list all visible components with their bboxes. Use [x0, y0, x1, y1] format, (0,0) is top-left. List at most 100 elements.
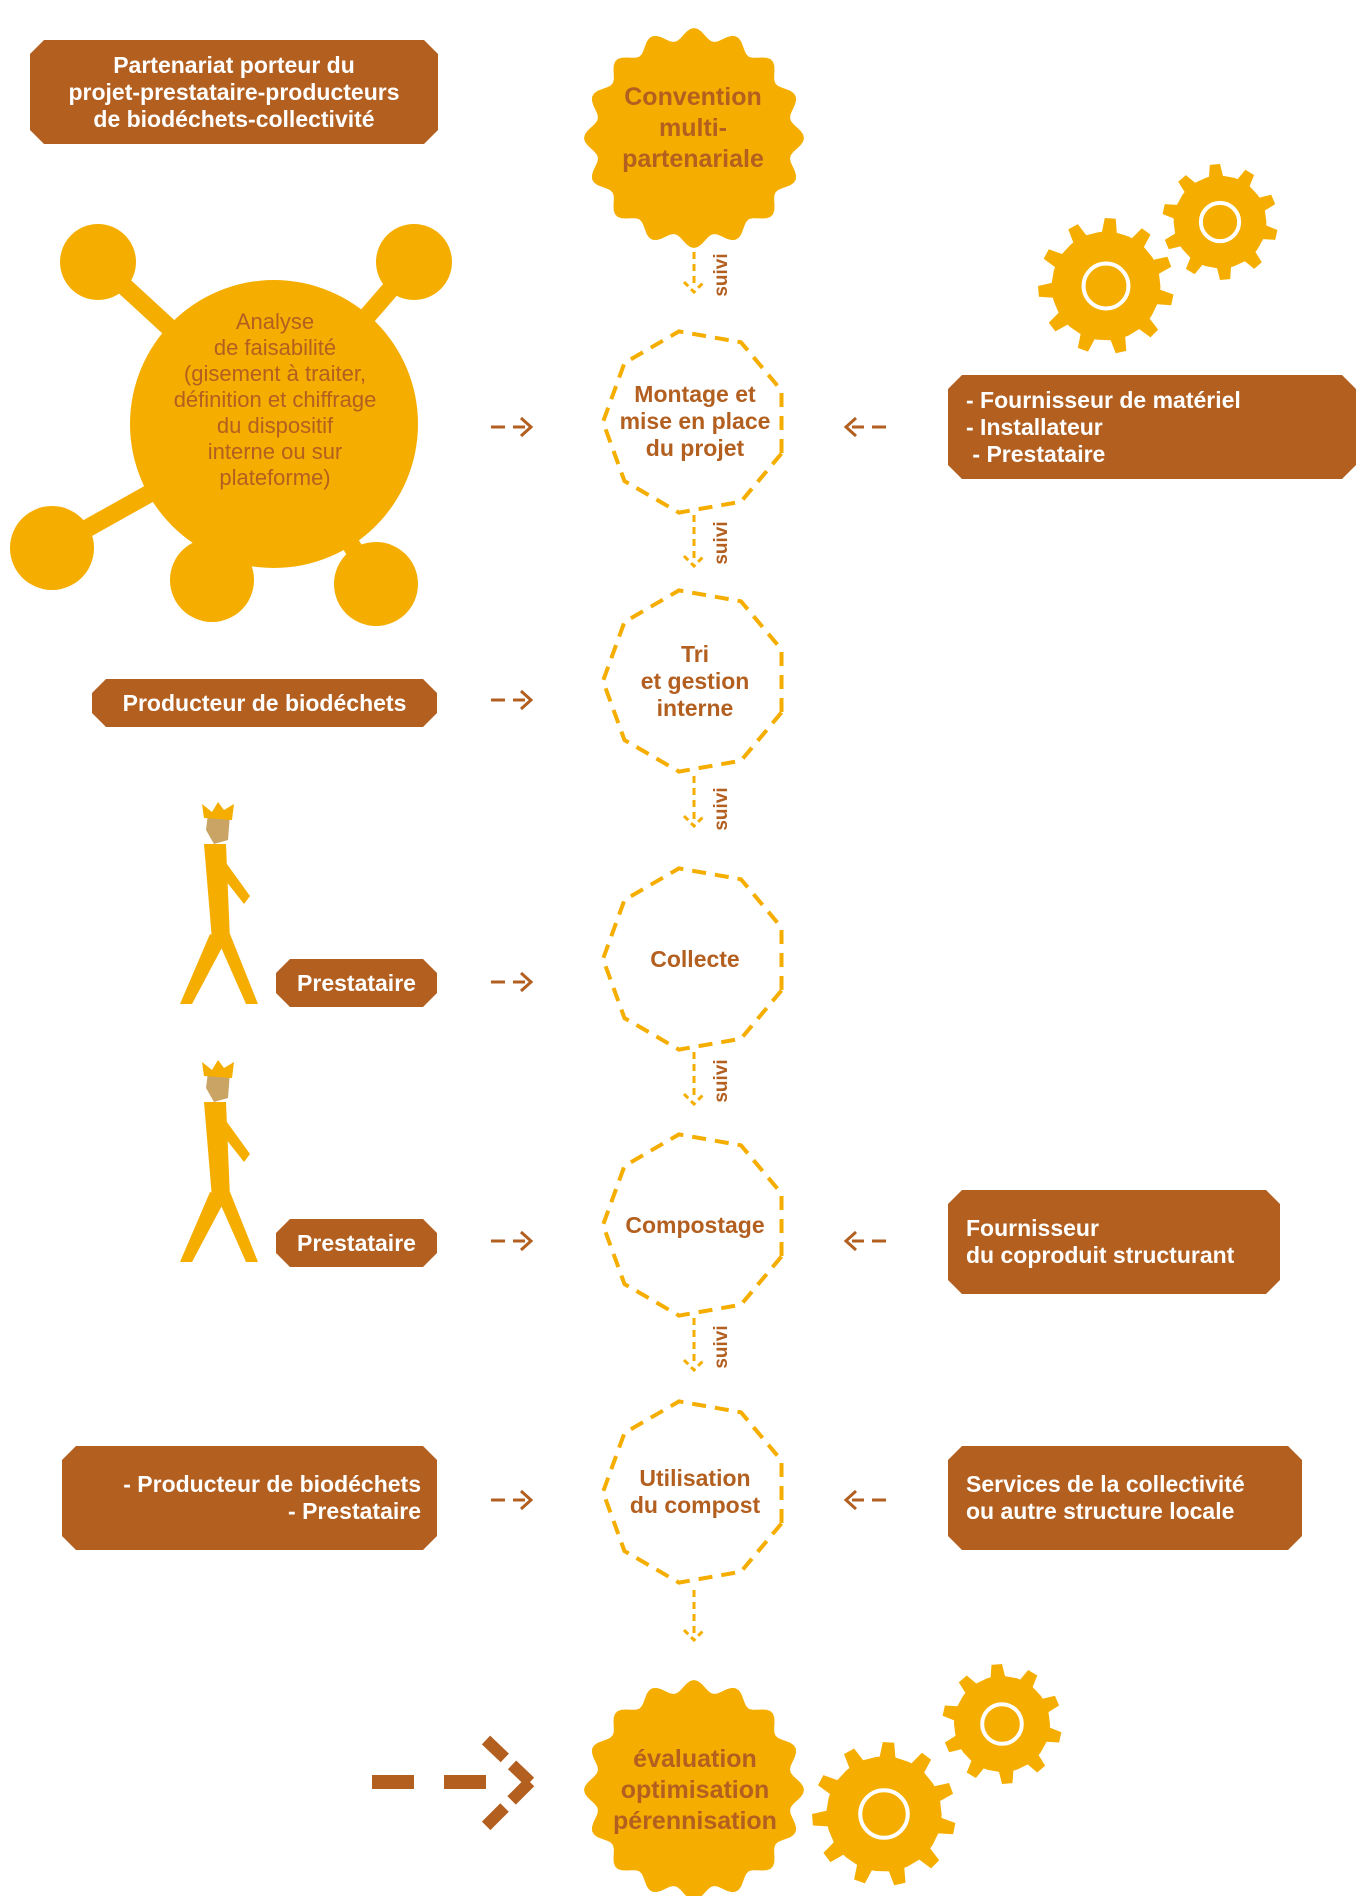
gear-icon-hole [1198, 200, 1242, 244]
analysis-circle [130, 280, 418, 568]
stage-label: et gestion [640, 667, 750, 694]
suivi-label: suivi [711, 1059, 732, 1103]
person-figure-arm [222, 860, 250, 904]
right-arrow [519, 1489, 534, 1511]
analysis-line: Analyse [235, 309, 315, 334]
coproduit-box: Fournisseur du coproduit structurant [948, 1190, 1280, 1294]
molecule-node [10, 506, 94, 590]
analysis-line: du dispositif [216, 413, 334, 438]
analysis-line: interne ou sur [207, 439, 343, 464]
stage-octagon [600, 1399, 784, 1585]
stage-label: évaluation [633, 1744, 757, 1773]
suivi-arrow [682, 814, 706, 829]
right-arrow [519, 1230, 534, 1252]
person-figure-arm [222, 1118, 250, 1162]
analysis-line: définition et chiffrage [173, 387, 377, 412]
person-figure-torso [204, 1102, 230, 1198]
box-line: ou autre structure locale [966, 1498, 1235, 1524]
molecule-node [334, 542, 418, 626]
big-arrow [481, 1777, 535, 1831]
stage-label: Compostage [625, 1211, 765, 1238]
stage-octagon [600, 866, 784, 1052]
prestataire-box: Prestataire [276, 1219, 437, 1267]
analysis-line: de faisabilité [213, 335, 337, 360]
suivi-arrow [682, 280, 706, 295]
person-figure-torso [204, 844, 230, 940]
person-figure-leg [216, 1192, 258, 1262]
molecule-node [376, 224, 452, 300]
stage-tri: Tri et gestion interne [595, 640, 795, 722]
right-arrow [519, 689, 534, 711]
suivi-arrow [682, 1358, 706, 1373]
fournisseurs-box: - Fournisseur de matériel - Installateur… [948, 375, 1356, 479]
analysis-line: (gisement à traiter, [183, 361, 367, 386]
stage-collecte: Collecte [595, 944, 795, 974]
utilisation-actors-box: - Producteur de biodéchets - Prestataire [62, 1446, 437, 1550]
prestataire-box: Prestataire [276, 959, 437, 1007]
partnership-line: projet-prestataire-producteurs [68, 78, 400, 105]
stage-label: Convention [624, 82, 762, 111]
box-line: du coproduit structurant [966, 1242, 1235, 1268]
stage-octagon [600, 1132, 784, 1318]
box-line: - Installateur [966, 413, 1103, 440]
box-line: - Producteur de biodéchets [123, 1471, 421, 1497]
analysis-line: plateforme) [219, 465, 331, 490]
suivi-arrow [682, 1092, 706, 1107]
stage-evaluation: évaluation optimisation pérennisation [590, 1742, 800, 1838]
stage-label: multi- [658, 113, 728, 142]
gear-icon-hole [980, 1702, 1024, 1746]
person-figure-hair [202, 802, 234, 820]
person-figure-head [206, 1072, 230, 1102]
gear-icon [812, 1742, 956, 1886]
left-arrow [843, 1489, 858, 1511]
stage-octagon [600, 329, 784, 515]
stage-montage: Montage et mise en place du projet [595, 380, 795, 462]
box-line: Producteur de biodéchets [122, 689, 407, 716]
right-arrow [519, 971, 534, 993]
partnership-line: Partenariat porteur du [113, 51, 355, 78]
left-arrow [843, 416, 858, 438]
stage-label: interne [656, 694, 734, 721]
box-line: - Prestataire [966, 440, 1106, 467]
analysis-text: Analyse de faisabilité (gisement à trait… [145, 309, 405, 491]
box-line: Prestataire [297, 1229, 416, 1256]
box-line: Services de la collectivité [966, 1471, 1245, 1497]
stage-label: du projet [645, 434, 745, 461]
stage-convention: Convention multi- partenariale [593, 83, 793, 173]
suivi-arrow [682, 554, 706, 569]
suivi-label: suivi [711, 1325, 732, 1369]
flow-arrow [682, 1628, 706, 1643]
person-figure-leg [216, 934, 258, 1004]
person-figure-head [206, 814, 230, 844]
molecule-node [170, 538, 254, 622]
box-line: Prestataire [297, 969, 416, 996]
services-box: Services de la collectivité ou autre str… [948, 1446, 1302, 1550]
gear-icon [1038, 218, 1174, 354]
suivi-label: suivi [711, 521, 732, 565]
left-arrow [843, 1230, 858, 1252]
stage-label: pérennisation [613, 1806, 777, 1835]
suivi-label: suivi [711, 253, 732, 297]
stage-octagon [600, 588, 784, 774]
gear-icon-hole [1081, 261, 1131, 311]
stage-utilisation: Utilisation du compost [595, 1464, 795, 1520]
partnership-box: Partenariat porteur du projet-prestatair… [30, 40, 438, 144]
stage-compostage: Compostage [595, 1210, 795, 1240]
molecule-node [60, 224, 136, 300]
gear-icon-hole [858, 1788, 910, 1840]
evaluation-shape [584, 1680, 804, 1896]
gear-icon [942, 1664, 1062, 1784]
stage-label: mise en place [619, 407, 771, 434]
stage-label: optimisation [620, 1775, 770, 1804]
stage-label: du compost [629, 1492, 761, 1518]
box-line: - Fournisseur de matériel [966, 386, 1241, 413]
gear-icon [1162, 164, 1278, 280]
person-figure-leg [180, 1192, 226, 1262]
convention-shape [584, 28, 804, 248]
stage-label: Montage et [634, 380, 756, 407]
producteur-box: Producteur de biodéchets [92, 679, 437, 727]
person-figure-hair [202, 1060, 234, 1078]
right-arrow [519, 416, 534, 438]
